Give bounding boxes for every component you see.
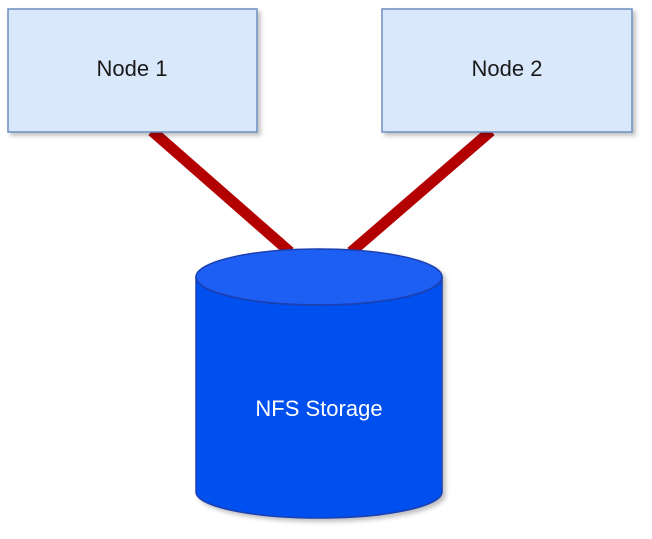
nfs-storage-label: NFS Storage — [255, 396, 382, 421]
edge-node1-storage — [148, 126, 294, 257]
cylinder-body — [195, 276, 443, 519]
edge-node2-storage — [347, 126, 495, 257]
node-2[interactable]: Node 2 — [381, 8, 633, 133]
nfs-storage-cylinder[interactable] — [195, 248, 443, 519]
node-1-box — [7, 8, 258, 133]
node-2-box — [381, 8, 633, 133]
node-2-label: Node 2 — [472, 56, 543, 81]
node-1-label: Node 1 — [97, 56, 168, 81]
node-1[interactable]: Node 1 — [7, 8, 258, 133]
cylinder-top-rim — [195, 276, 443, 306]
